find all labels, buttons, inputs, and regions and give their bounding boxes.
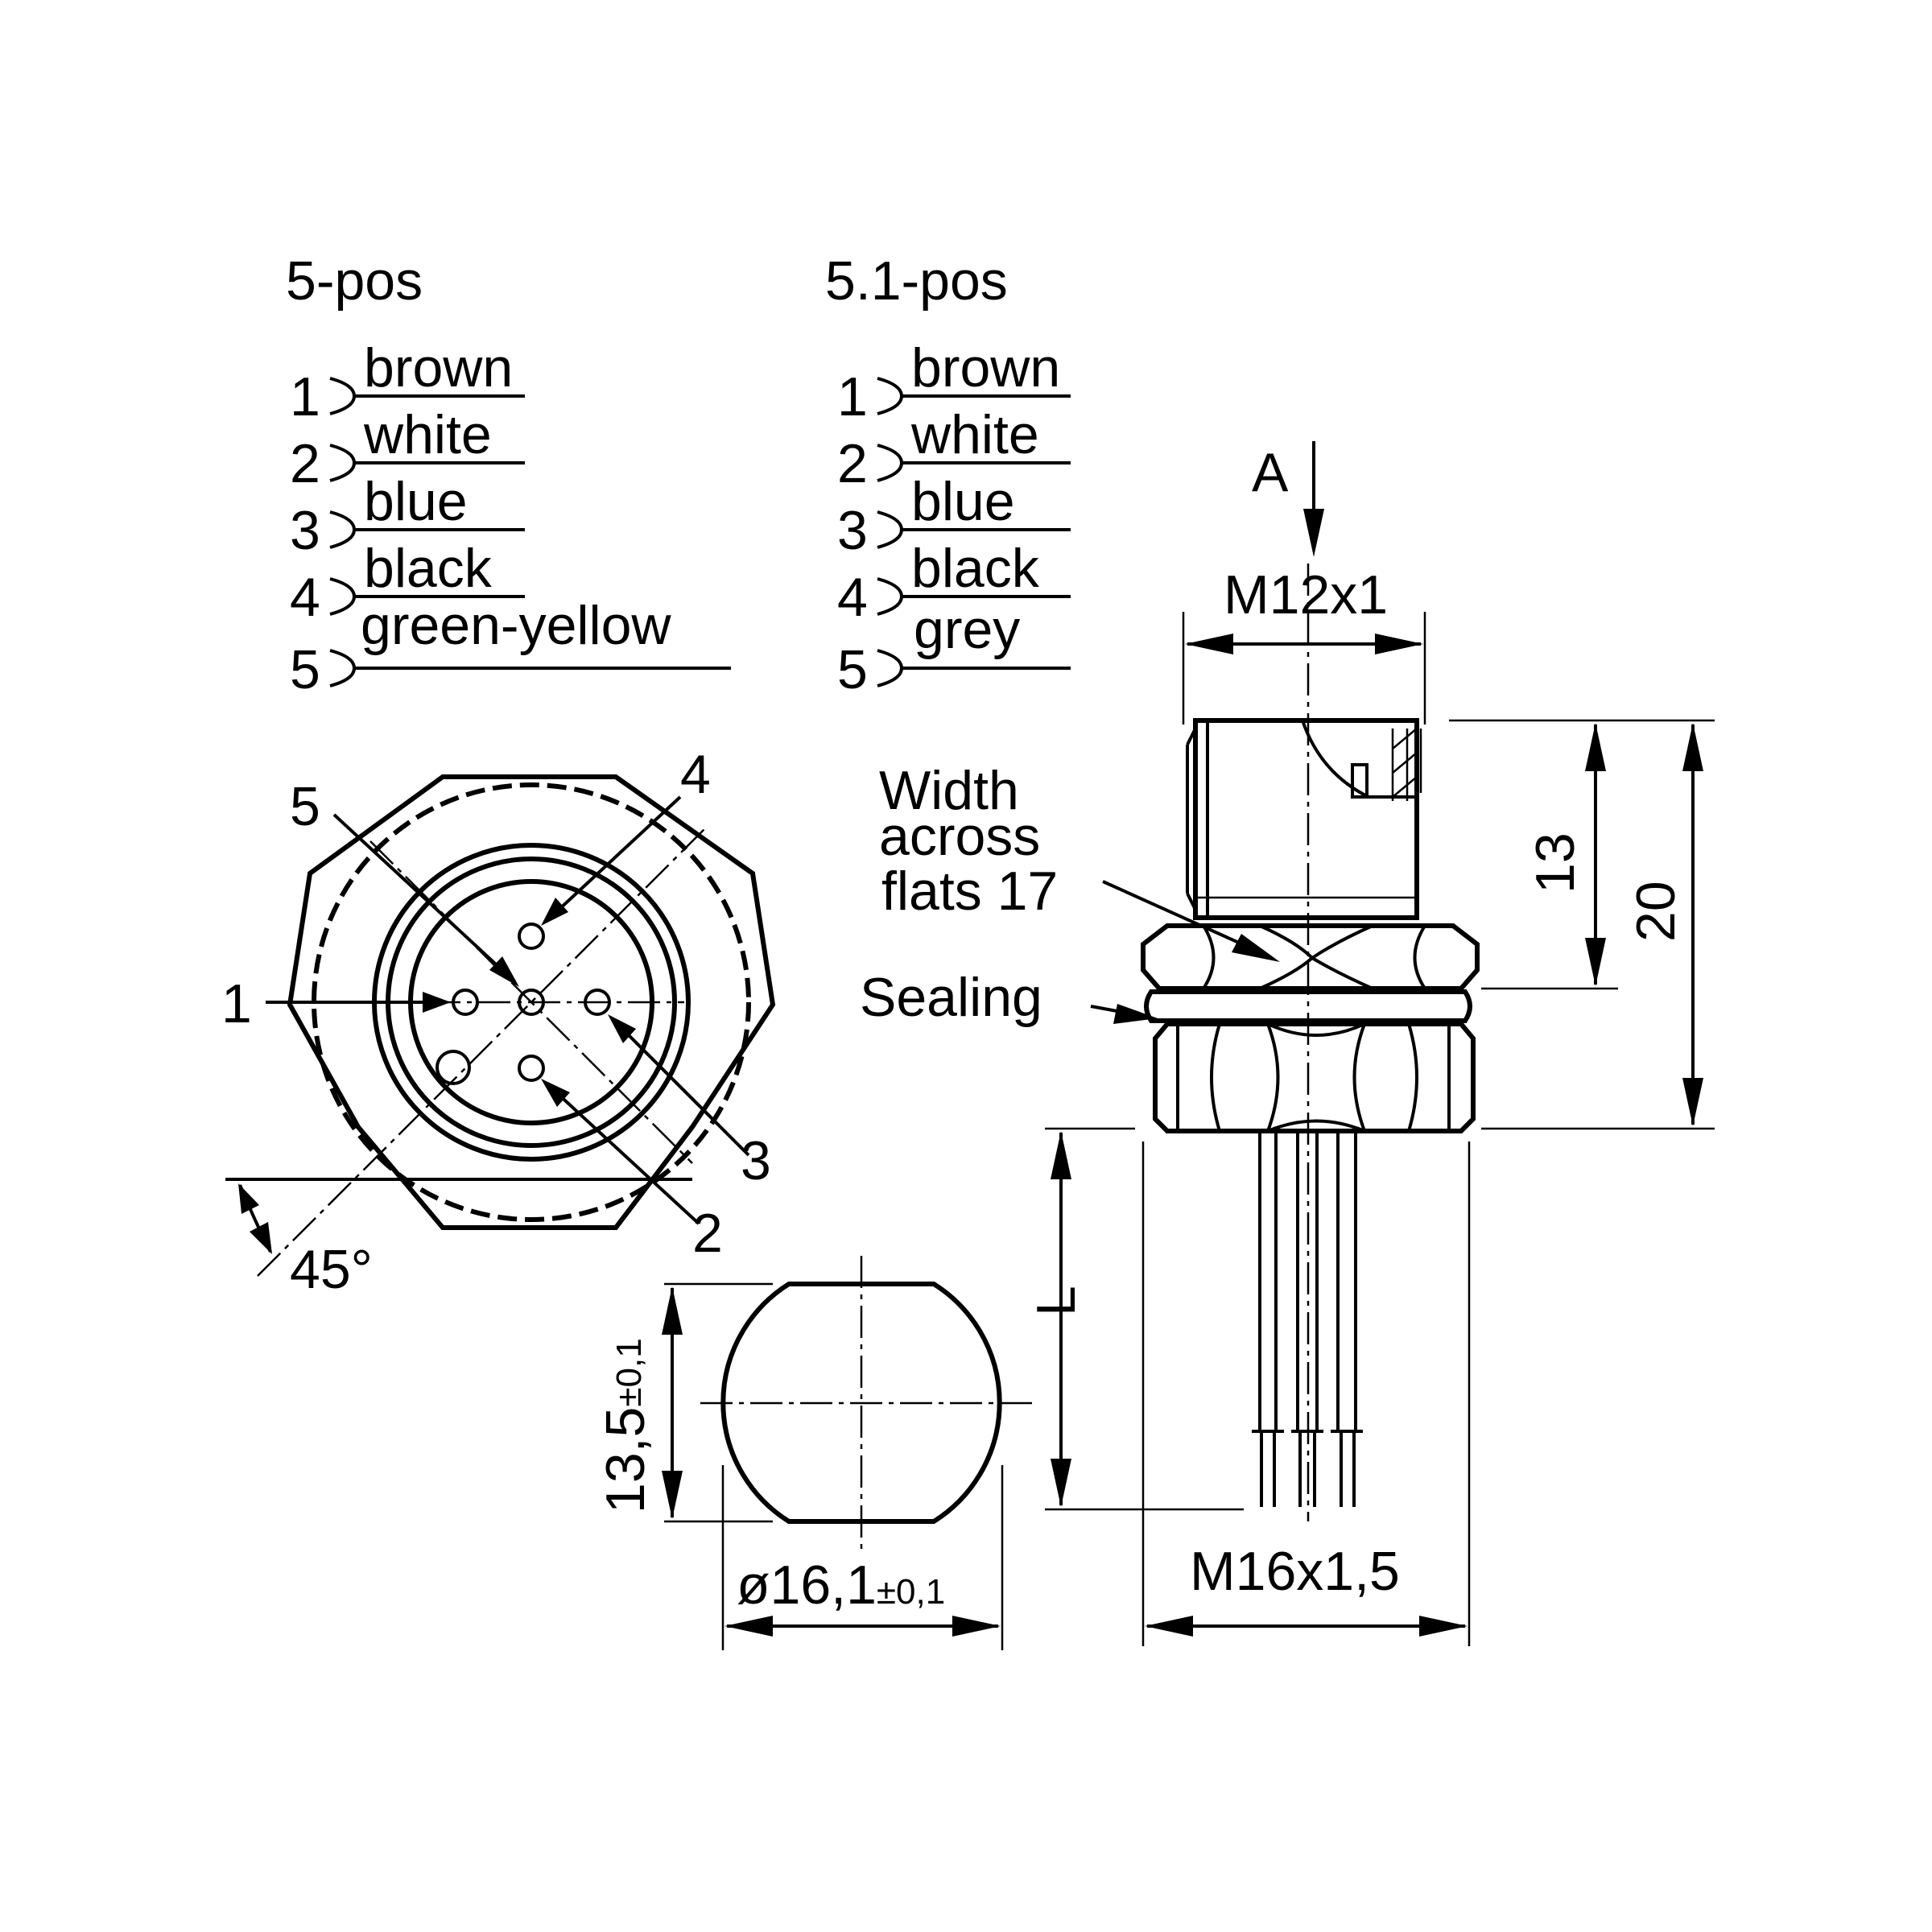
pinout-5-1-pos-title: 5.1-pos [825, 250, 1008, 312]
pin-number: 3 [837, 500, 868, 561]
dim-L: L [1026, 1286, 1087, 1316]
pin-number: 5 [290, 639, 320, 700]
wire-color-label: black [364, 538, 493, 599]
pin-hole-5 [518, 989, 545, 1016]
pinout-5-pos-title: 5-pos [286, 250, 423, 312]
wire-color-label: blue [911, 471, 1015, 532]
wire-color-label: white [363, 404, 492, 465]
angle-label: 45° [290, 1239, 373, 1300]
pin-label-2: 2 [692, 1203, 723, 1264]
side-view: A M12x1 [860, 441, 1715, 1646]
dim-20: 20 [1625, 881, 1686, 942]
wire-color-label: blue [364, 471, 468, 532]
pin-number: 4 [290, 567, 320, 628]
cutout-outline [720, 1282, 1002, 1524]
top-thread-body [1193, 718, 1419, 920]
pin-label-1: 1 [221, 973, 252, 1034]
pin-number: 5 [837, 639, 868, 700]
panel-cutout-view: 13,5±0,1 ø16,1±0,1 [595, 1256, 1034, 1650]
thread-bottom-dim: M16x1,5 [1190, 1541, 1400, 1602]
pin-hole-1 [452, 989, 479, 1016]
pin-number: 1 [290, 366, 320, 427]
cutout-height-dim: 13,5±0,1 [595, 1338, 656, 1513]
wire-color-label: brown [911, 337, 1060, 398]
wire-color-label: grey [914, 599, 1020, 660]
dim-13: 13 [1525, 832, 1586, 894]
pin-label-4: 4 [680, 744, 711, 805]
pin-number: 3 [290, 500, 320, 561]
pin-number: 2 [837, 433, 868, 494]
wire-color-label: green-yellow [361, 595, 671, 656]
wire-color-label: brown [364, 337, 513, 398]
view-a-label: A [1252, 442, 1289, 503]
pin-hole-4 [518, 923, 545, 950]
pin-number: 4 [837, 567, 868, 628]
pin-number: 2 [290, 433, 320, 494]
wire-color-label: black [911, 538, 1040, 599]
sealing-label: Sealing [860, 967, 1042, 1028]
sealing-ring [1144, 989, 1472, 1023]
coding-key [436, 1050, 471, 1085]
hex-nut-outline [287, 774, 776, 1230]
pin-hole-3 [584, 989, 611, 1016]
lower-hex-body [1153, 1022, 1476, 1133]
cutout-diameter-dim: ø16,1±0,1 [737, 1554, 945, 1616]
front-view: 1 5 4 3 2 45° [221, 744, 776, 1300]
flats-label-line2: across [879, 806, 1040, 867]
pin-label-3: 3 [741, 1130, 771, 1191]
thread-top-dim: M12x1 [1224, 564, 1388, 625]
flats-label-line3: flats 17 [881, 861, 1058, 922]
wire-color-label: white [910, 404, 1039, 465]
pinout-5-1-pos: 5.1-pos 1 brown 2 white 3 blue 4 black 5… [825, 250, 1071, 700]
flats-label-line1: Width [879, 760, 1019, 821]
thread-circle [312, 782, 751, 1222]
pin-label-5: 5 [290, 776, 320, 837]
contact-pins [1252, 1131, 1363, 1507]
pin-hole-2 [518, 1055, 545, 1082]
pin-number: 1 [837, 366, 868, 427]
pinout-5-pos: 5-pos 1 brown 2 white 3 blue 4 black 5 g… [286, 250, 731, 700]
